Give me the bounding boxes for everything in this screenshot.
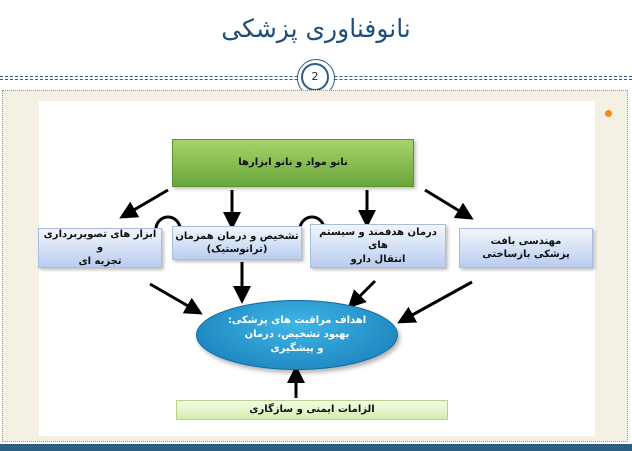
arrow-imaging-to-center: [149, 282, 203, 315]
slide-title: نانوفناوری پزشکی: [221, 14, 411, 43]
arrow-top-to-tissue: [424, 188, 474, 220]
arrow-drug-to-center: [347, 279, 377, 309]
safety-requirements-box: الزامات ایمنی و سازگاری: [176, 400, 448, 420]
tissue-label-line1: مهندسی بافت: [490, 235, 562, 247]
drug-delivery-label-line2: انتقال دارو: [350, 253, 406, 265]
medical-care-goals-ellipse: اهداف مراقبت های پزشکی: بهبود تشخیص، درم…: [196, 300, 398, 370]
arrow-top-to-imaging: [119, 188, 169, 219]
drug-delivery-label-line1: درمان هدفمند و سیستم های: [319, 226, 437, 252]
goals-label-line1: اهداف مراقبت های پزشکی:: [227, 315, 367, 326]
nanomaterials-box: نانو مواد و نانو ابزارها: [172, 139, 414, 187]
goals-label-line2: بهبود تشخیص، درمان: [244, 329, 350, 340]
nanomaterials-label: نانو مواد و نانو ابزارها: [238, 157, 348, 169]
diagnosis-label-line2: (ترانوستیک): [206, 244, 268, 255]
link-arc-left: [154, 215, 182, 230]
goals-label-line3: و پیشگیری: [270, 343, 324, 354]
arrow-tissue-to-center: [397, 280, 473, 324]
slide-bottom-bar: [0, 444, 632, 451]
tissue-label-line2: پزشکی بازساختی: [482, 249, 570, 260]
bullet-icon: [605, 110, 612, 117]
safety-label: الزامات ایمنی و سازگاری: [249, 404, 375, 416]
imaging-label-line1: ابزار های تصویربرداری و: [43, 228, 157, 254]
diagnosis-label-line1: تشخیص و درمان همزمان: [175, 230, 299, 242]
drug-delivery-box: درمان هدفمند و سیستم های انتقال دارو: [310, 224, 446, 268]
diagnosis-box: تشخیص و درمان همزمان (ترانوستیک): [172, 226, 302, 260]
tissue-engineering-box: مهندسی بافت پزشکی بازساختی: [459, 228, 593, 268]
imaging-box: ابزار های تصویربرداری و تجزیه ای: [38, 228, 162, 268]
imaging-label-line2: تجزیه ای: [78, 255, 122, 267]
